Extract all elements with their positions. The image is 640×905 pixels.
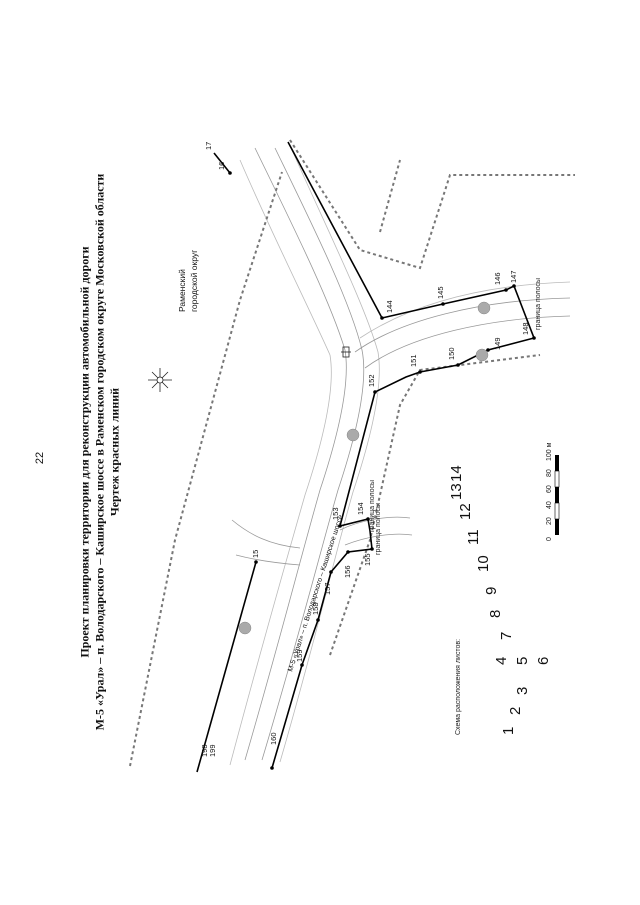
sheet-number-12: 12 (457, 503, 474, 520)
scale-tick-60: 60 (546, 485, 553, 493)
sheet-number-5: 5 (514, 657, 531, 665)
sheet-number-1: 1 (500, 727, 517, 735)
point-label-149: 149 (493, 337, 502, 350)
sheet-number-6: 6 (535, 657, 552, 665)
point-label-152: 152 (367, 374, 376, 387)
point-label-147: 147 (509, 270, 518, 283)
point-label-151: 151 (409, 354, 418, 367)
point-label-153: 153 (331, 507, 340, 520)
point-label-148: 148 (521, 322, 530, 335)
road-sign-markers (238, 301, 491, 635)
point-label-160: 160 (269, 732, 278, 745)
point-label-146: 146 (493, 272, 502, 285)
boundary-label-a: граница полосы (535, 278, 542, 330)
sheet-scheme: Схема расположения листов: 1 2 3 4 5 6 7… (448, 465, 552, 735)
district-label-line-1: Раменский (177, 269, 187, 312)
district-label-line-2: городской округ (189, 250, 199, 312)
boundary-label-b: граница полосы (369, 480, 376, 532)
sheet-number-3: 3 (514, 687, 531, 695)
road-edges (229, 147, 571, 766)
red-lines (196, 141, 536, 773)
point-label-157: 157 (323, 582, 332, 595)
scale-tick-40: 40 (546, 501, 553, 509)
point-label-144: 144 (385, 300, 394, 313)
point-label-155: 155 (363, 553, 372, 566)
point-label-198: 198 (200, 744, 209, 757)
sign-icon-4 (238, 621, 252, 635)
point-label-154: 154 (356, 502, 365, 515)
point-label-15: 15 (251, 550, 260, 558)
boundary-label-c: граница полосы (375, 503, 382, 555)
territory-boundary (129, 139, 575, 767)
point-label-159: 159 (295, 649, 304, 662)
point-label-199: 199 (208, 744, 217, 757)
sheet-number-7: 7 (498, 632, 515, 640)
sheet-number-2: 2 (507, 707, 524, 715)
scale-bar: 0 20 40 60 80 100 м (546, 442, 560, 541)
sheet-number-10: 10 (475, 555, 492, 572)
compass-rose-icon (148, 368, 172, 392)
point-label-150: 150 (447, 347, 456, 360)
sign-icon-3 (346, 428, 360, 442)
sheet-number-9: 9 (483, 587, 500, 595)
sign-icon-1 (477, 301, 491, 315)
sheet-number-8: 8 (487, 610, 504, 618)
scale-tick-80: 80 (546, 469, 553, 477)
road-name-label: М-5 «Урал» – п. Володарского – Каширское… (287, 514, 344, 672)
sheet-number-14: 14 (448, 465, 465, 482)
scale-tick-100: 100 м (546, 442, 553, 461)
scale-tick-20: 20 (546, 517, 553, 525)
sheet-number-4: 4 (493, 657, 510, 665)
bridge-symbol-icon (341, 346, 351, 358)
sheet-number-13: 13 (448, 483, 465, 500)
sheet-number-11: 11 (465, 529, 482, 545)
point-label-17: 17 (204, 142, 213, 150)
point-label-145: 145 (436, 286, 445, 299)
point-markers (228, 171, 536, 770)
point-label-16: 16 (217, 162, 226, 170)
point-label-158: 158 (311, 602, 320, 615)
sign-icon-2 (475, 348, 489, 362)
scale-tick-0: 0 (546, 537, 553, 541)
point-labels: 17 16 15 144 145 146 147 148 149 150 151… (200, 142, 530, 757)
sheet-scheme-caption: Схема расположения листов: (455, 639, 462, 735)
point-label-156: 156 (343, 565, 352, 578)
